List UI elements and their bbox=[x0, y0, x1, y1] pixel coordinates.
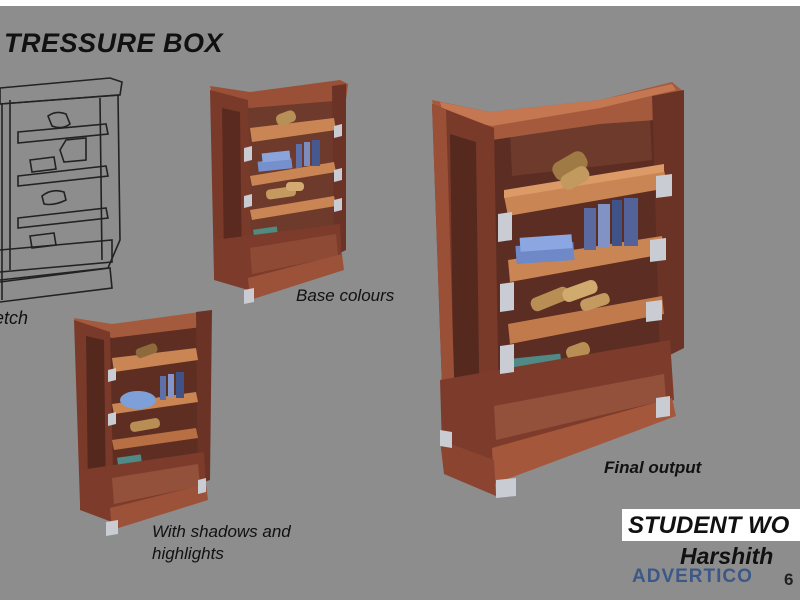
sketch-bookshelf bbox=[0, 77, 123, 303]
caption-sketch: etch bbox=[0, 308, 29, 328]
student-work-label: STUDENT WO bbox=[622, 509, 800, 541]
final-bookshelf bbox=[432, 82, 684, 498]
student-id: 6 bbox=[784, 570, 794, 589]
caption-shadows: With shadows and highlights bbox=[152, 522, 291, 563]
top-border bbox=[0, 0, 800, 6]
caption-final-output: Final output bbox=[604, 458, 702, 477]
page-title: TRESSURE BOX bbox=[4, 28, 224, 58]
student-name: Harshith bbox=[680, 543, 774, 569]
shadows-bookshelf bbox=[74, 310, 212, 536]
caption-base-colours: Base colours bbox=[296, 286, 395, 305]
student-work-heading: STUDENT WO bbox=[628, 512, 790, 539]
watermark-logo: ADVERTICO bbox=[632, 566, 753, 587]
base-colours-bookshelf bbox=[210, 80, 348, 304]
